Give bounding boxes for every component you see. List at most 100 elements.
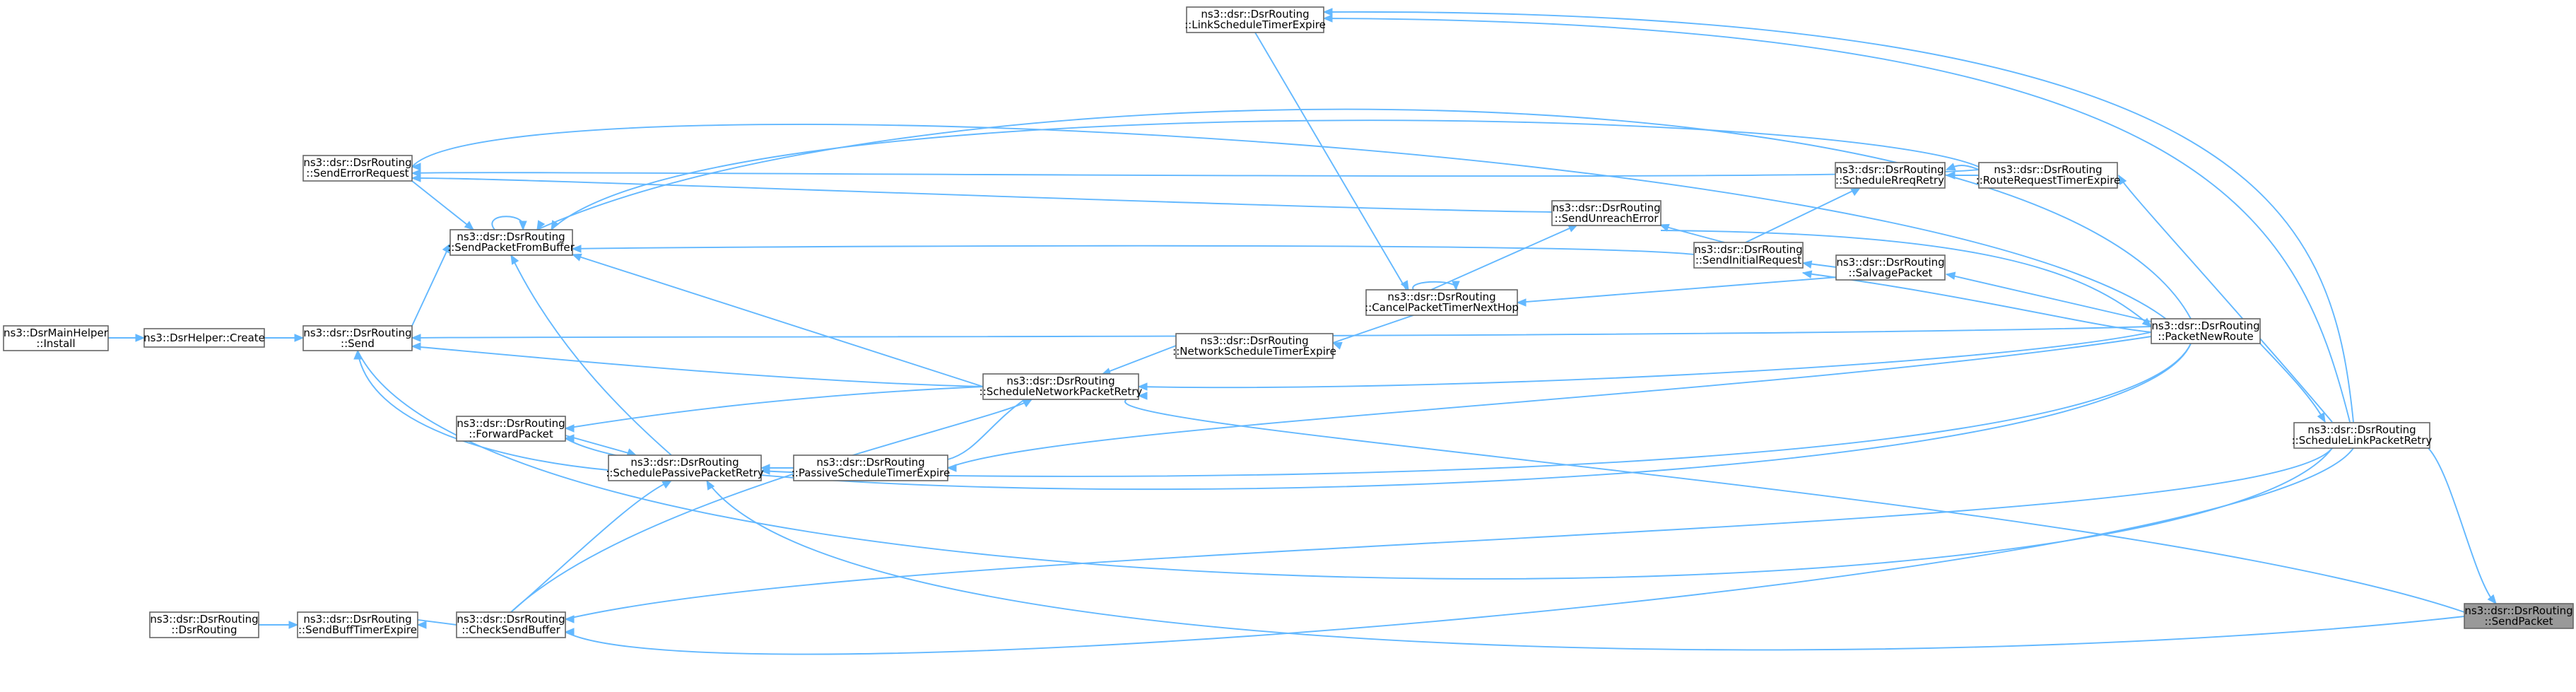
arrowhead [411, 334, 421, 342]
arrowhead [1322, 8, 1333, 16]
call-edge [357, 350, 2333, 580]
node-send-packet-from-buffer-line2: ::SendPacketFromBuffer [447, 241, 575, 254]
node-passive-schedule-timer-expire-line1: ns3::dsr::DsrRouting [816, 456, 924, 469]
arrowhead [564, 615, 575, 623]
node-send-unreach-error[interactable]: ns3::dsr::DsrRouting ::SendUnreachError [1551, 200, 1662, 226]
call-edge [565, 447, 2333, 620]
node-route-request-timer-expire-line2: ::RouteRequestTimerExpire [1976, 174, 2121, 187]
call-edges [108, 8, 2497, 655]
node-send-buff-timer-expire-line1: ns3::dsr::DsrRouting [303, 613, 411, 626]
arrowhead [1331, 341, 1343, 350]
node-dsr-routing-ctor-line2: ::DsrRouting [171, 623, 237, 636]
call-edge [1138, 332, 2152, 389]
call-edge [2259, 343, 2326, 423]
node-send-line1: ns3::dsr::DsrRouting [303, 327, 411, 339]
call-edge [947, 336, 2152, 469]
node-cancel-packet-timer-next-hop-line1: ns3::dsr::DsrRouting [1387, 291, 1495, 303]
node-forward-packet-line2: ::ForwardPacket [469, 428, 553, 440]
arrowhead [564, 434, 575, 442]
node-passive-schedule-timer-expire[interactable]: ns3::dsr::DsrRouting ::PassiveScheduleTi… [792, 455, 951, 481]
node-send[interactable]: ns3::dsr::DsrRouting ::Send [302, 325, 413, 351]
node-link-schedule-timer-expire[interactable]: ns3::dsr::DsrRouting ::LinkScheduleTimer… [1184, 6, 1326, 33]
arrowhead [2487, 594, 2497, 604]
node-dsr-routing-ctor-line1: ns3::dsr::DsrRouting [150, 613, 258, 626]
arrowhead [411, 174, 421, 182]
arrowhead [2118, 174, 2127, 185]
call-edge [1517, 276, 1838, 303]
node-send-packet-from-buffer[interactable]: ns3::dsr::DsrRouting ::SendPacketFromBuf… [447, 229, 575, 256]
node-packet-new-route[interactable]: ns3::dsr::DsrRouting ::PacketNewRoute [2151, 318, 2261, 344]
call-edge [706, 480, 2465, 651]
call-edge [565, 386, 984, 429]
call-edge [411, 177, 1553, 213]
arrowhead [564, 628, 575, 636]
node-schedule-link-packet-retry[interactable]: ns3::dsr::DsrRouting ::ScheduleLinkPacke… [2292, 422, 2433, 449]
arrowhead [626, 448, 637, 457]
node-check-send-buffer-line2: ::CheckSendBuffer [461, 623, 560, 636]
node-send-error-request[interactable]: ns3::dsr::DsrRouting ::SendErrorRequest [302, 155, 413, 182]
arrowhead [411, 169, 421, 177]
call-edge [1660, 230, 2152, 327]
node-passive-schedule-timer-expire-line2: ::PassiveScheduleTimerExpire [792, 467, 951, 479]
node-send-buff-timer-expire[interactable]: ns3::dsr::DsrRouting ::SendBuffTimerExpi… [297, 611, 418, 638]
node-dsr-helper-create[interactable]: ns3::DsrHelper::Create [143, 328, 265, 348]
node-packet-new-route-line1: ns3::dsr::DsrRouting [2151, 319, 2259, 332]
node-network-schedule-timer-expire[interactable]: ns3::dsr::DsrRouting ::NetworkScheduleTi… [1172, 333, 1336, 359]
call-edge [1324, 18, 2351, 423]
arrowhead [706, 479, 715, 491]
arrowhead [1452, 281, 1460, 291]
arrowhead [1945, 271, 1956, 280]
arrowhead [411, 342, 421, 351]
node-dsr-main-helper-install[interactable]: ns3::DsrMainHelper ::Install [3, 325, 109, 351]
arrowhead [2141, 317, 2152, 327]
node-route-request-timer-expire[interactable]: ns3::dsr::DsrRouting ::RouteRequestTimer… [1976, 162, 2121, 189]
node-check-send-buffer-line1: ns3::dsr::DsrRouting [457, 613, 565, 626]
node-send-unreach-error-line2: ::SendUnreachError [1555, 212, 1659, 225]
node-dsr-routing-ctor[interactable]: ns3::dsr::DsrRouting ::DsrRouting [149, 611, 259, 638]
node-schedule-rreq-retry-line1: ns3::dsr::DsrRouting [1835, 163, 1943, 176]
node-schedule-network-packet-retry[interactable]: ns3::dsr::DsrRouting ::ScheduleNetworkPa… [980, 373, 1143, 400]
node-dsr-main-helper-install-line1: ns3::DsrMainHelper [4, 327, 109, 339]
node-forward-packet-line1: ns3::dsr::DsrRouting [457, 417, 565, 430]
arrowhead [416, 621, 427, 629]
node-schedule-rreq-retry[interactable]: ns3::dsr::DsrRouting ::ScheduleRreqRetry [1835, 162, 1946, 189]
node-dsr-main-helper-install-line2: ::Install [36, 337, 75, 350]
arrowhead [135, 334, 146, 342]
node-network-schedule-timer-expire-line1: ns3::dsr::DsrRouting [1200, 334, 1308, 347]
node-schedule-network-packet-retry-line2: ::ScheduleNetworkPacketRetry [980, 385, 1143, 398]
node-salvage-packet[interactable]: ns3::dsr::DsrRouting ::SalvagePacket [1835, 254, 1946, 281]
call-edge [1946, 274, 2152, 322]
arrowhead [442, 242, 451, 254]
call-edge [2118, 175, 2333, 423]
arrowhead [294, 334, 305, 342]
arrowhead [760, 467, 770, 475]
arrowhead [353, 349, 362, 360]
node-cancel-packet-timer-next-hop[interactable]: ns3::dsr::DsrRouting ::CancelPacketTimer… [1365, 289, 1519, 316]
node-schedule-passive-packet-retry[interactable]: ns3::dsr::DsrRouting ::SchedulePassivePa… [606, 455, 764, 481]
node-check-send-buffer[interactable]: ns3::dsr::DsrRouting ::CheckSendBuffer [456, 611, 566, 638]
arrowhead [510, 254, 519, 265]
arrowhead [1516, 298, 1527, 307]
call-edge [411, 346, 984, 387]
node-send-initial-request[interactable]: ns3::dsr::DsrRouting ::SendInitialReques… [1693, 242, 1804, 269]
arrowhead [1801, 260, 1813, 269]
node-send-packet-from-buffer-line1: ns3::dsr::DsrRouting [457, 230, 565, 243]
node-send-packet-line1: ns3::dsr::DsrRouting [2464, 604, 2572, 617]
call-edge [1660, 225, 1725, 243]
node-salvage-packet-line1: ns3::dsr::DsrRouting [1836, 256, 1944, 269]
node-send-packet[interactable]: ns3::dsr::DsrRouting ::SendPacket [2464, 603, 2574, 629]
call-edge [572, 254, 984, 387]
arrowhead [1850, 187, 1862, 197]
node-link-schedule-timer-expire-line2: ::LinkScheduleTimerExpire [1184, 18, 1326, 31]
node-schedule-passive-packet-retry-line1: ns3::dsr::DsrRouting [630, 456, 739, 469]
node-send-error-request-line1: ns3::dsr::DsrRouting [303, 156, 411, 169]
node-forward-packet[interactable]: ns3::dsr::DsrRouting ::ForwardPacket [456, 416, 566, 442]
node-send-unreach-error-line1: ns3::dsr::DsrRouting [1552, 201, 1660, 214]
call-edge [1324, 11, 2354, 423]
arrowhead [564, 424, 575, 433]
arrowhead [519, 221, 527, 231]
call-edge [551, 119, 1980, 230]
node-packet-new-route-line2: ::PacketNewRoute [2158, 330, 2253, 343]
call-edge [572, 245, 1695, 255]
